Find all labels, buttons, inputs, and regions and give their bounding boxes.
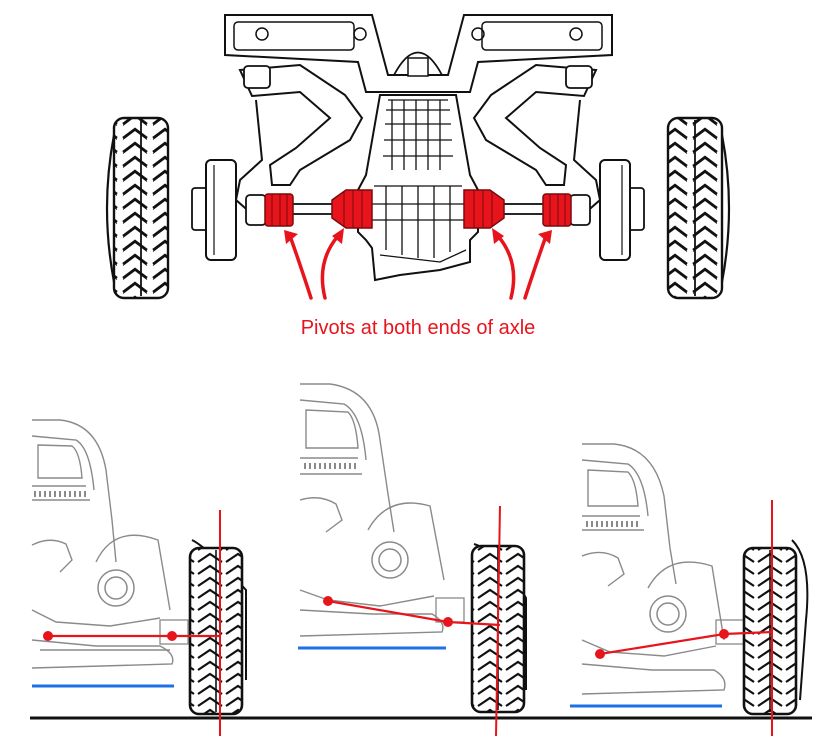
pivots-caption: Pivots at both ends of axle bbox=[301, 317, 536, 339]
top-left-tire bbox=[105, 116, 170, 300]
pivot-boot-outer-left bbox=[264, 193, 294, 227]
pivot-arrow-inner-left bbox=[320, 234, 340, 300]
top-view-suspension bbox=[105, 14, 731, 300]
pivot-arrow-outer-right bbox=[523, 234, 548, 300]
side-view-raised bbox=[570, 443, 809, 736]
pivot-arrow-inner-right bbox=[496, 234, 516, 300]
pivot-boot-outer-right bbox=[542, 193, 572, 227]
pivot-boot-inner-left bbox=[331, 189, 373, 229]
side-view-level bbox=[31, 419, 247, 736]
pivot-arrow-outer-left bbox=[288, 234, 313, 300]
top-right-tire bbox=[666, 116, 731, 300]
wheel-vertical-lowered bbox=[495, 505, 501, 737]
pivot-boot-inner-right bbox=[463, 189, 505, 229]
side-view-lowered bbox=[298, 383, 527, 737]
